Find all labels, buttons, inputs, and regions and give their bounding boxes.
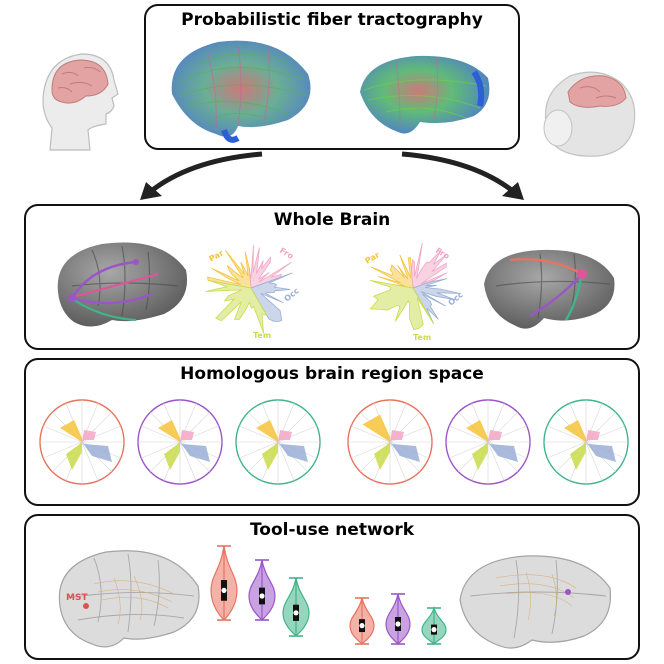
radar-lobe-area bbox=[278, 442, 308, 462]
fingerprint-sector bbox=[205, 280, 268, 334]
radar-lobe-area bbox=[82, 442, 112, 462]
radar-spoke bbox=[277, 441, 295, 481]
monkey-head-icon bbox=[543, 71, 636, 157]
radar-lobe-area bbox=[164, 442, 180, 470]
radar-lobe-area bbox=[374, 442, 390, 470]
human-cortex-surface bbox=[57, 242, 188, 327]
homologous-panel: Homologous brain region space bbox=[24, 358, 640, 506]
fingerprint-sector bbox=[412, 278, 461, 325]
radar-spoke bbox=[239, 425, 279, 443]
radar-lobe-area bbox=[586, 430, 600, 442]
radar-lobe-area bbox=[570, 442, 586, 470]
tractography-title: Probabilistic fiber tractography bbox=[181, 10, 483, 30]
monkey-label-tem: Tem bbox=[413, 333, 431, 342]
radar-lobe-area bbox=[180, 442, 210, 462]
monkey-whole-brain-fingerprint: Par Fro Occ Tem bbox=[364, 243, 465, 342]
fingerprint-sector bbox=[371, 254, 414, 289]
radar-chart bbox=[445, 399, 531, 485]
region-label-mst: MST bbox=[66, 593, 88, 603]
radar-spoke bbox=[449, 441, 489, 459]
homologous-title: Homologous brain region space bbox=[180, 364, 484, 384]
fingerprint-sector bbox=[369, 280, 434, 331]
radar-spoke bbox=[141, 425, 181, 443]
radar-spoke bbox=[43, 441, 83, 459]
radar-spoke bbox=[585, 441, 603, 481]
radar-chart bbox=[235, 399, 321, 485]
human-head-icon bbox=[42, 53, 119, 151]
radar-lobe-area bbox=[262, 442, 278, 470]
radar-lobe-area bbox=[488, 430, 502, 442]
radar-spoke bbox=[547, 425, 587, 443]
violin-median bbox=[431, 627, 437, 633]
arrow-left bbox=[148, 151, 263, 194]
monkey-glass-brain bbox=[459, 555, 612, 649]
radar-lobe-area bbox=[564, 420, 586, 442]
human-label-tem: Tem bbox=[253, 331, 271, 340]
radar-lobe-area bbox=[466, 420, 488, 442]
fingerprint-sector bbox=[248, 244, 292, 289]
radar-lobe-area bbox=[60, 420, 82, 442]
radar-lobe-area bbox=[66, 442, 82, 470]
violin-median bbox=[221, 587, 227, 594]
radar-chart bbox=[39, 399, 125, 485]
radar-spoke bbox=[351, 425, 391, 443]
human-tractography-image bbox=[171, 40, 311, 143]
violin-median bbox=[395, 621, 401, 627]
fingerprint-sector bbox=[207, 250, 252, 289]
radar-lobe-area bbox=[586, 442, 616, 462]
radar-lobe-area bbox=[390, 442, 420, 462]
radar-lobe-area bbox=[390, 430, 404, 442]
radar-spoke bbox=[547, 441, 587, 459]
violin-median bbox=[259, 593, 265, 599]
fingerprint-sector bbox=[411, 243, 448, 289]
radar-lobe-area bbox=[472, 442, 488, 470]
radar-spoke bbox=[351, 441, 391, 459]
radar-lobe-area bbox=[256, 420, 278, 442]
radar-spoke bbox=[487, 441, 505, 481]
radar-spoke bbox=[81, 441, 99, 481]
monkey-tractography-image bbox=[360, 55, 490, 134]
whole-brain-title: Whole Brain bbox=[273, 210, 391, 230]
human-glass-brain: MST bbox=[58, 550, 200, 648]
radar-lobe-area bbox=[278, 430, 292, 442]
arrow-right bbox=[401, 151, 516, 194]
radar-lobe-area bbox=[488, 442, 518, 462]
radar-chart bbox=[543, 399, 629, 485]
radar-spoke bbox=[449, 425, 489, 443]
fingerprint-sector bbox=[250, 272, 293, 322]
radar-spoke bbox=[239, 441, 279, 459]
monkey-cortex-surface bbox=[484, 249, 615, 329]
radar-spoke bbox=[389, 441, 407, 481]
radar-lobe-area bbox=[82, 430, 96, 442]
radar-lobe-area bbox=[158, 420, 180, 442]
violin-median bbox=[359, 623, 365, 629]
human-whole-brain-fingerprint: Par Fro Occ Tem bbox=[205, 244, 301, 340]
violin-median bbox=[293, 610, 299, 616]
radar-chart bbox=[347, 399, 433, 485]
tool-use-title: Tool-use network bbox=[249, 520, 415, 540]
radar-chart bbox=[137, 399, 223, 485]
radar-spoke bbox=[141, 441, 181, 459]
radar-spoke bbox=[179, 441, 197, 481]
radar-lobe-area bbox=[180, 430, 194, 442]
radar-spoke bbox=[43, 425, 83, 443]
radar-lobe-area bbox=[362, 414, 390, 442]
